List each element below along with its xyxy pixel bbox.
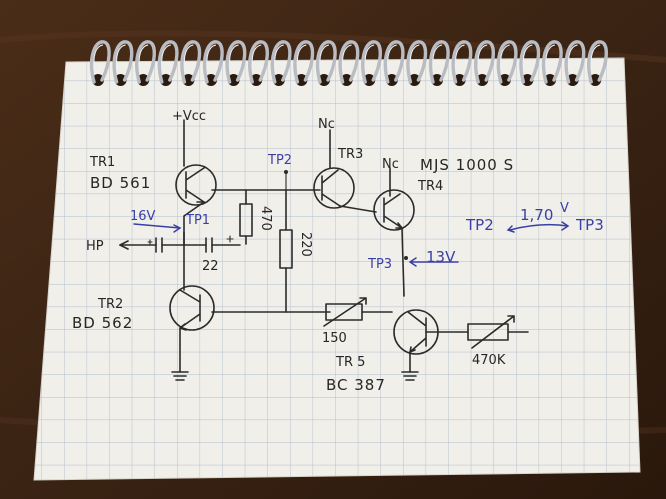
r220-label: 220 [298, 232, 313, 257]
tr3-nc-label: Nc [318, 117, 335, 132]
tr2-part-label: BD 562 [72, 314, 133, 332]
spiral-ring [474, 40, 495, 84]
spiral-highlight [500, 44, 510, 71]
spiral-ring [180, 40, 202, 84]
tr5-label: TR 5 [335, 355, 365, 370]
spiral-highlight [251, 44, 262, 71]
voltage-16v-label: 16V [130, 209, 156, 224]
c22-label: 22 [202, 259, 219, 274]
spiral-highlight [387, 44, 397, 71]
spiral-ring [157, 40, 179, 84]
spiral-highlight [161, 44, 171, 71]
spiral-highlight [477, 44, 488, 71]
spiral-highlight [116, 44, 126, 71]
spiral-ring [202, 40, 224, 84]
spiral-ring [248, 40, 269, 84]
spiral-ring [383, 40, 405, 84]
measurement-tp2-label: TP2 [465, 216, 494, 234]
schematic [119, 119, 570, 381]
spiral-highlight [409, 44, 420, 71]
spiral-highlight [296, 44, 307, 71]
spiral-ring [541, 40, 563, 84]
spiral-highlight [455, 44, 465, 71]
tr2-label: TR2 [97, 297, 123, 312]
tr3-label: TR3 [337, 147, 363, 162]
transistor-tr2 [169, 285, 215, 331]
tr4-label: TR4 [417, 179, 443, 194]
transistor-tr4 [373, 189, 415, 231]
spiral-ring [338, 40, 360, 84]
tr4-part-label: MJS 1000 S [420, 156, 514, 174]
notebook-page [33, 57, 641, 481]
spiral-highlight [364, 44, 375, 71]
hp-label: HP [86, 239, 104, 254]
spiral-highlight [590, 44, 601, 71]
tp2-label: TP2 [267, 153, 292, 168]
spiral-highlight [183, 44, 194, 71]
r150-label: 150 [322, 331, 347, 346]
spiral-ring [519, 40, 541, 84]
tr1-part-label: BD 561 [90, 174, 151, 192]
transistor-tr1 [175, 164, 217, 206]
spiral-highlight [568, 44, 578, 71]
spiral-highlight [342, 44, 352, 71]
spiral-highlight [206, 44, 217, 71]
tr5-part-label: BC 387 [326, 376, 386, 394]
vcc-label: +Vcc [172, 109, 206, 124]
tr4-nc-label: Nc [382, 157, 399, 172]
spiral-ring [496, 40, 518, 84]
tp3-label: TP3 [367, 257, 392, 272]
spiral-ring [451, 40, 473, 84]
spiral-ring [428, 40, 450, 84]
spiral-ring [112, 40, 134, 84]
spiral-highlight [93, 44, 104, 71]
tr1-label: TR1 [89, 155, 115, 170]
spiral-highlight [319, 44, 330, 71]
r470-label: 470 [258, 206, 273, 231]
spiral-ring [270, 40, 292, 84]
tp1-label: TP1 [185, 213, 210, 228]
spiral-highlight [138, 44, 149, 71]
spiral-highlight [522, 44, 533, 71]
measurement-value: 1,70 [520, 206, 553, 224]
spiral-ring [406, 40, 428, 84]
spiral-highlight [545, 44, 556, 71]
spiral-ring [89, 40, 111, 84]
spiral-highlight [432, 44, 443, 71]
spiral-ring [564, 40, 586, 84]
spiral-highlight [274, 44, 284, 71]
measurement-unit: V [560, 201, 569, 216]
spiral-ring [361, 40, 382, 84]
transistor-tr3 [313, 167, 355, 209]
spiral-highlight [229, 44, 239, 71]
spiral-ring [135, 40, 156, 84]
spiral-ring [315, 40, 337, 84]
r470k-label: 470K [472, 353, 506, 368]
measurement-tp3-label: TP3 [575, 216, 604, 234]
spiral-ring [225, 40, 247, 84]
spiral-ring [587, 40, 608, 84]
spiral-ring [293, 40, 315, 84]
voltage-13v-label: 13V [426, 248, 456, 266]
spiral-binding [89, 40, 608, 86]
